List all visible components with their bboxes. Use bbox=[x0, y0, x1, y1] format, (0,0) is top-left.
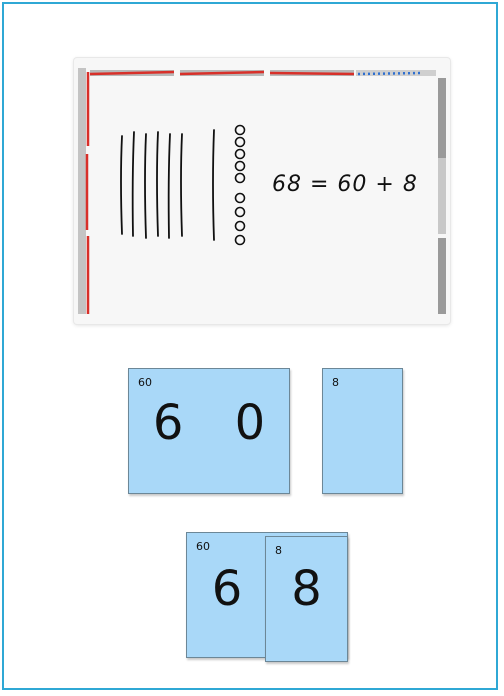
equation-text: 68 = 60 + 8 bbox=[272, 172, 418, 197]
content-frame: 68 = 60 + 8 60 6 0 8 60 6 8 8 bbox=[2, 2, 498, 690]
combined-tens-digit: 6 bbox=[187, 561, 267, 617]
whiteboard-photo: 68 = 60 + 8 bbox=[74, 58, 450, 324]
combined-ones-label: 8 bbox=[275, 544, 282, 557]
tens-place-card: 60 6 0 bbox=[128, 368, 290, 494]
combined-tens-label: 60 bbox=[196, 540, 210, 553]
left-rods bbox=[78, 68, 88, 314]
tens-card-label: 60 bbox=[138, 376, 152, 389]
combined-ones-digit: 8 bbox=[266, 561, 347, 617]
right-rods bbox=[438, 78, 446, 314]
tally-lines bbox=[121, 130, 214, 240]
tens-card-digits: 6 0 bbox=[129, 395, 289, 451]
top-rods bbox=[90, 70, 436, 76]
combined-ones-card: 8 8 bbox=[265, 536, 348, 662]
unit-circles bbox=[236, 126, 245, 245]
ones-card-label: 8 bbox=[332, 376, 339, 389]
ones-place-card: 8 bbox=[322, 368, 403, 494]
